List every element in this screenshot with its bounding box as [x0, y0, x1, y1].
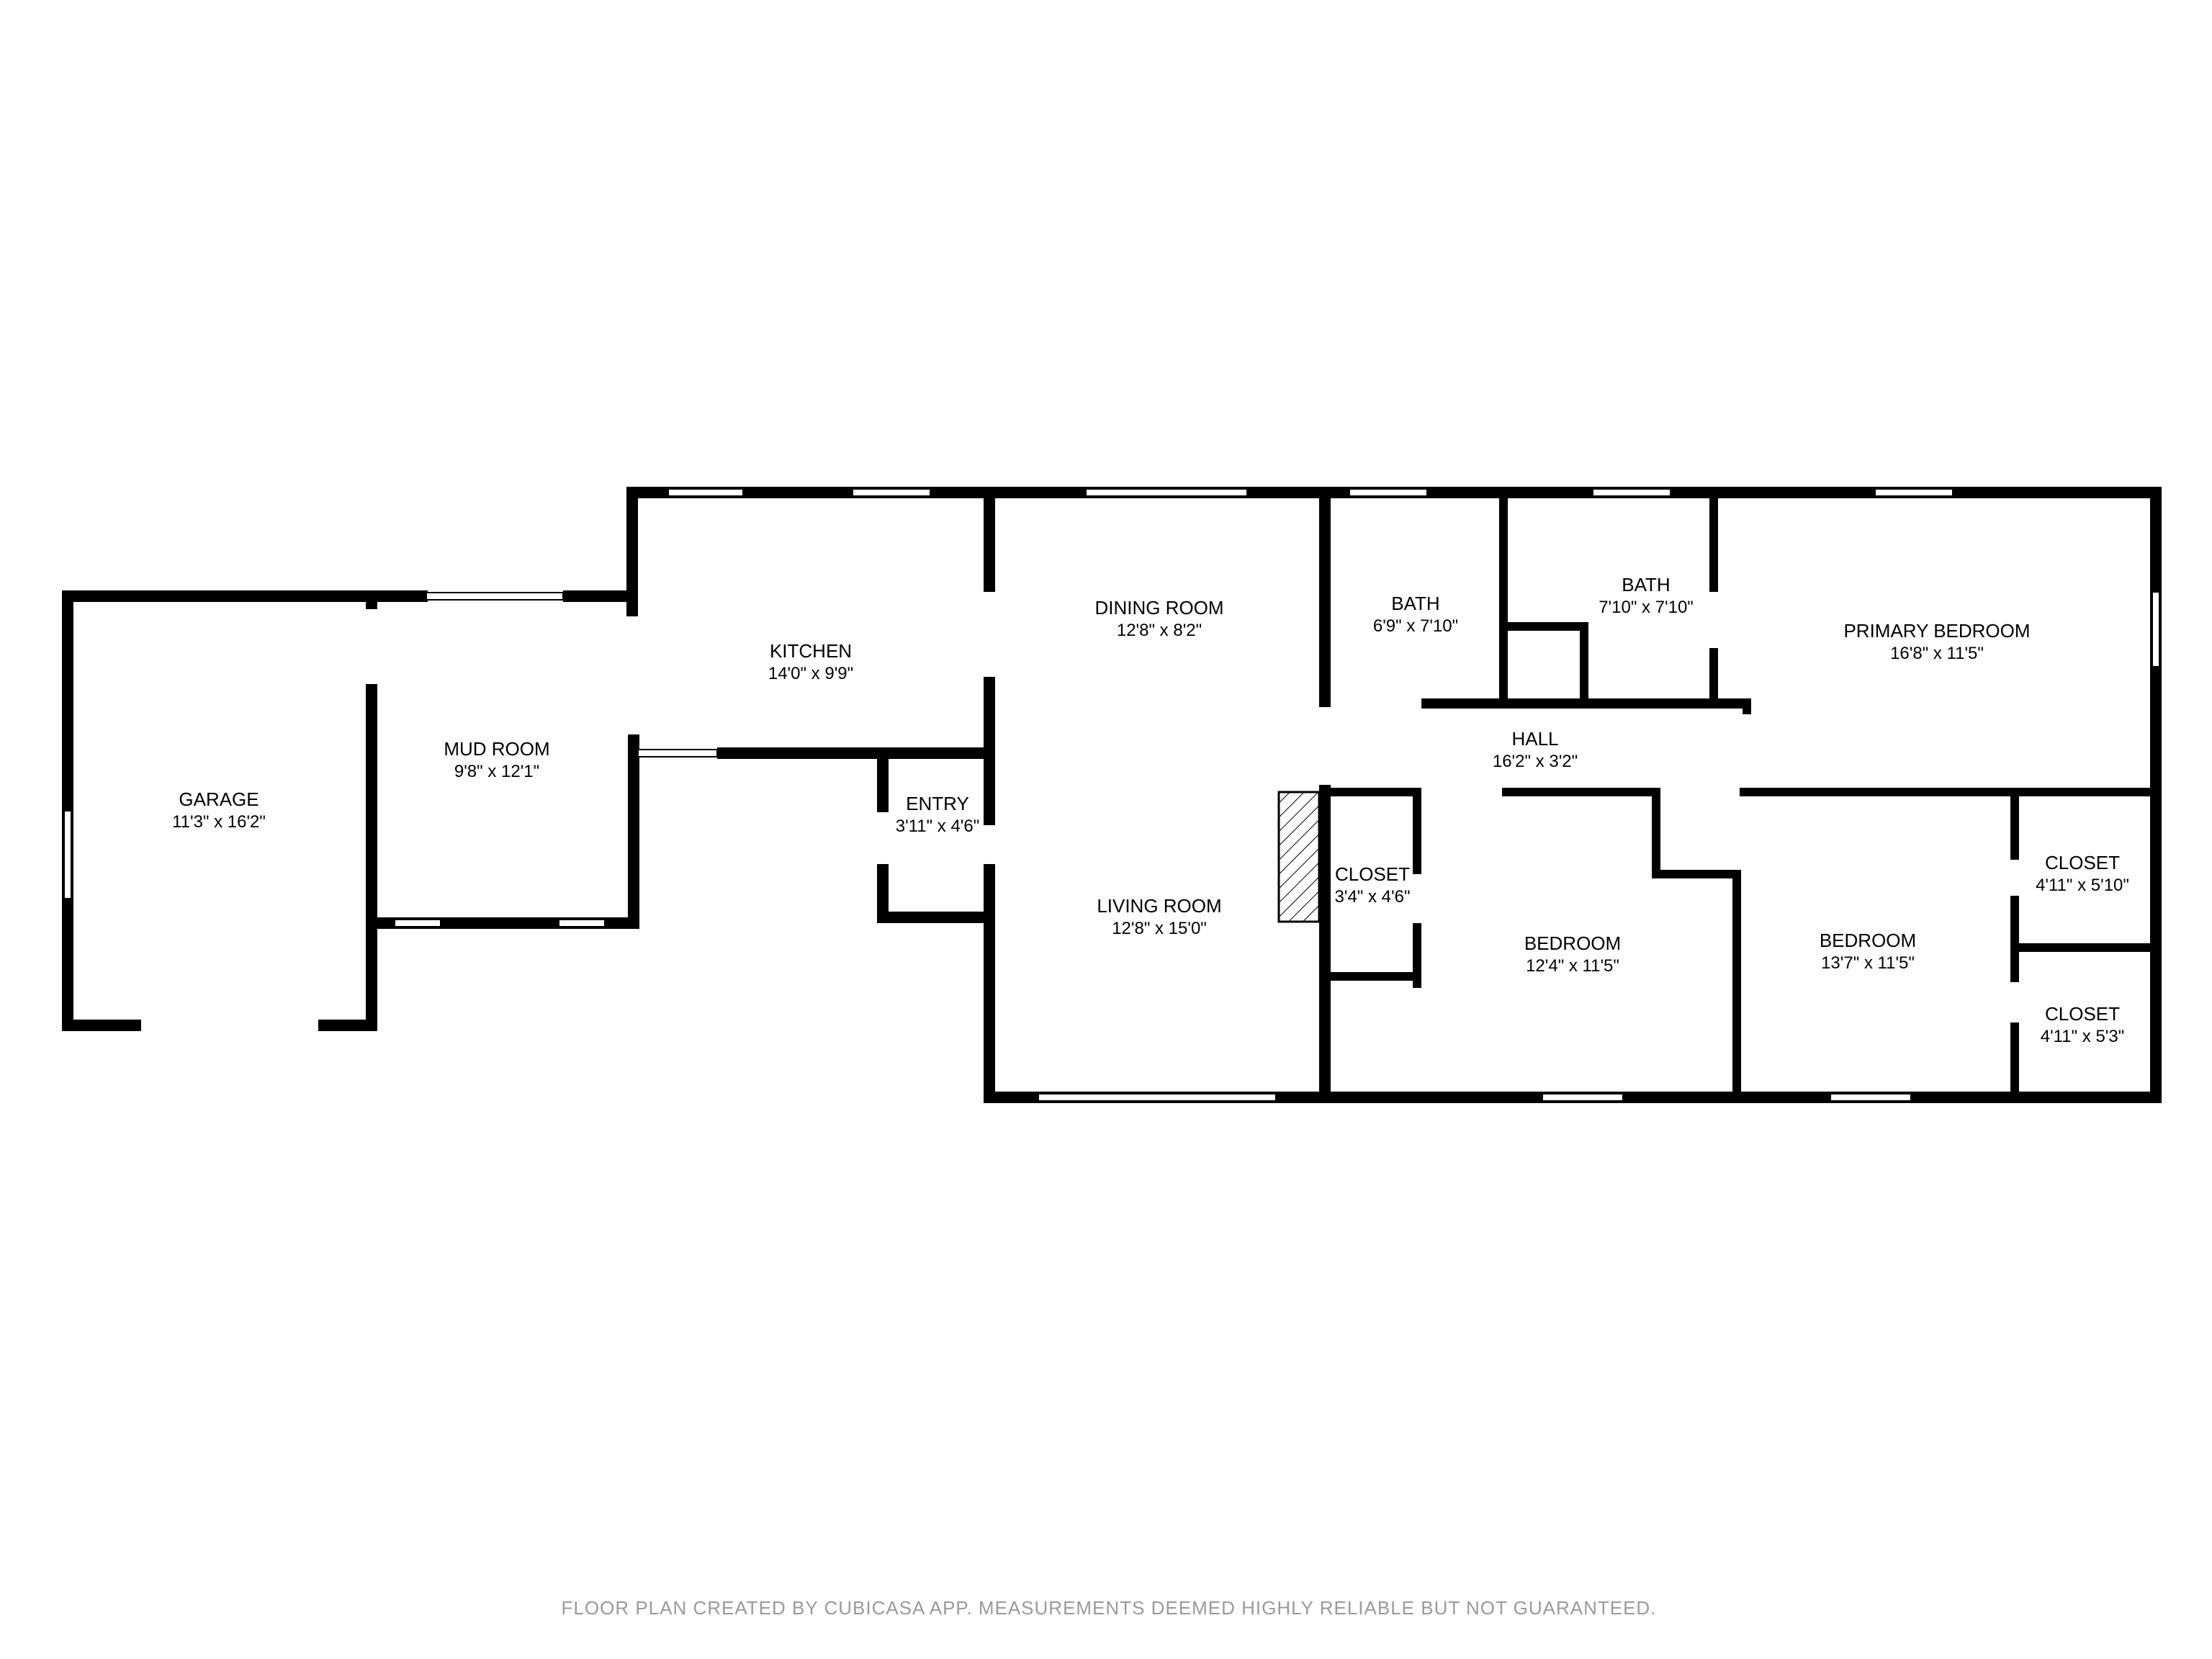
kitchen-wall-bottom: [717, 747, 994, 759]
bedroom-2-name: BEDROOM: [1820, 930, 1916, 951]
bath-1-dimensions: 6'9" x 7'10": [1373, 616, 1458, 636]
kitchen-wall-left: [626, 487, 638, 616]
closet-divider: [2010, 943, 2150, 952]
hall-wall-right: [1743, 698, 1751, 714]
garage-wall-bottom-right: [318, 1020, 377, 1031]
closet-lower-right: [1413, 981, 1421, 988]
window: [558, 919, 606, 927]
garage-wall-bottom-left: [62, 1020, 141, 1031]
window: [1085, 488, 1248, 497]
window: [667, 488, 744, 497]
kitchen-living-partition-lower: [984, 677, 995, 756]
hall-wall-bottom-mid: [1502, 788, 1660, 796]
garage-wall-top: [62, 590, 428, 602]
primary-bedroom-dimensions: 16'8" x 11'5": [1890, 644, 1984, 663]
entry-name: ENTRY: [906, 793, 969, 814]
living-closet-partition: [1319, 785, 1331, 1092]
bedroom-2-dimensions: 13'7" x 11'5": [1821, 953, 1915, 973]
fireplace: [1277, 791, 1321, 923]
closet3-wall-left: [2010, 1022, 2019, 1092]
bedroom-partition: [1732, 870, 1741, 1092]
window: [852, 488, 931, 497]
garage-mud-partition: [366, 684, 377, 1031]
mud-wall-top: [563, 590, 638, 602]
hall-dimensions: 16'2" x 3'2": [1493, 752, 1578, 771]
footer-disclaimer: FLOOR PLAN CREATED BY CUBICASA APP. MEAS…: [562, 1597, 1657, 1619]
garage-mud-partition-upper: [366, 602, 377, 609]
bath-2-dimensions: 7'10" x 7'10": [1599, 598, 1694, 617]
mud-wall-right-lower: [628, 734, 639, 929]
entry-wall-right-lower: [984, 864, 995, 1102]
hall-wall-bottom-right: [1740, 788, 2150, 796]
living-room-name: LIVING ROOM: [1097, 895, 1221, 917]
closet1-wall-right-upper: [1413, 788, 1421, 874]
closet1-wall-right-lower: [1413, 923, 1421, 981]
bedroom-step-vert: [1652, 788, 1660, 878]
window: [637, 749, 718, 757]
closet-2-name: CLOSET: [2045, 852, 2120, 873]
bath2-inner-wall-side: [1580, 622, 1588, 698]
kitchen-living-partition-upper: [984, 498, 995, 592]
entry-dimensions: 3'11" x 4'6": [896, 817, 980, 836]
bath2-inner-wall-top: [1508, 622, 1588, 631]
mud-room-dimensions: 9'8" x 12'1": [454, 762, 539, 781]
window: [2152, 591, 2160, 667]
bedroom-1-name: BEDROOM: [1524, 932, 1621, 954]
dining-room-dimensions: 12'8" x 8'2": [1117, 621, 1202, 640]
window: [1038, 1093, 1277, 1102]
hall-wall-bottom-left: [1331, 788, 1416, 796]
bedroom-step-horiz: [1652, 870, 1741, 878]
garage-name: GARAGE: [179, 788, 258, 810]
entry-wall-left: [877, 753, 889, 812]
closet-3-dimensions: 4'11" x 5'3": [2041, 1027, 2125, 1046]
bath2-primary-partition-lower: [1709, 648, 1718, 707]
dining-room-name: DINING ROOM: [1094, 597, 1223, 619]
closet-2-dimensions: 4'11" x 5'10": [2036, 876, 2129, 895]
room-labels: GARAGE 11'3" x 16'2" MUD ROOM 9'8" x 12'…: [172, 574, 2129, 1046]
main-wall-top: [995, 487, 2160, 498]
bath2-primary-partition: [1709, 498, 1718, 592]
window: [394, 919, 441, 927]
windows: [63, 488, 2160, 1102]
bath-1-name: BATH: [1391, 593, 1439, 614]
primary-bedroom-name: PRIMARY BEDROOM: [1843, 620, 2030, 642]
closet2-wall-left-lower: [2010, 896, 2019, 982]
bath1-bath2-partition: [1499, 498, 1508, 707]
closet-3-name: CLOSET: [2045, 1003, 2120, 1025]
entry-wall-left-lower: [877, 864, 889, 922]
window: [1830, 1093, 1912, 1102]
main-wall-right: [2150, 487, 2162, 1103]
window: [1542, 1093, 1624, 1102]
bath-hall-wall: [1421, 698, 1751, 709]
bath-2-name: BATH: [1622, 574, 1670, 595]
window: [1874, 488, 1954, 497]
living-room-dimensions: 12'8" x 15'0": [1112, 919, 1207, 938]
walls: [62, 487, 2162, 1103]
bedroom-1-dimensions: 12'4" x 11'5": [1526, 956, 1619, 976]
window: [426, 592, 564, 601]
living-bath-partition: [1319, 498, 1331, 707]
garage-dimensions: 11'3" x 16'2": [172, 812, 266, 832]
closet1-wall-bottom: [1331, 972, 1421, 981]
window: [1592, 488, 1671, 497]
closet-1-dimensions: 3'4" x 4'6": [1335, 887, 1411, 907]
entry-wall-right: [984, 753, 995, 825]
kitchen-name: KITCHEN: [770, 640, 852, 662]
closet-1-name: CLOSET: [1335, 863, 1410, 885]
window: [1349, 488, 1428, 497]
entry-wall-bottom: [877, 912, 995, 923]
hall-name: HALL: [1511, 728, 1558, 750]
mud-room-name: MUD ROOM: [444, 738, 549, 760]
window: [63, 810, 72, 899]
closet2-wall-left: [2010, 788, 2019, 860]
kitchen-dimensions: 14'0" x 9'9": [768, 664, 853, 683]
